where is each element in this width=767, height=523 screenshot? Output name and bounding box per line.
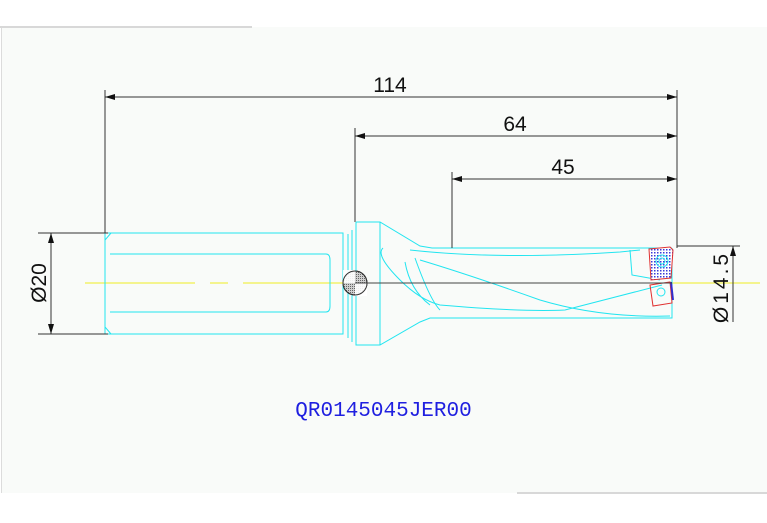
sheet-border-top	[0, 26, 252, 28]
dimension-lines	[38, 90, 740, 335]
section-marker	[342, 270, 672, 296]
dim-shank-diameter: Ø20	[28, 263, 51, 303]
dim-drill-diameter: Ø14.5	[710, 251, 733, 323]
dim-overall-length: 114	[373, 74, 407, 97]
part-number: QR0145045JER00	[295, 400, 472, 423]
sheet-border-bottom	[517, 492, 767, 494]
dim-flute-length: 45	[551, 156, 574, 179]
dim-body-length: 64	[503, 113, 527, 136]
cutting-insert-top	[648, 246, 674, 281]
shank	[104, 230, 353, 342]
